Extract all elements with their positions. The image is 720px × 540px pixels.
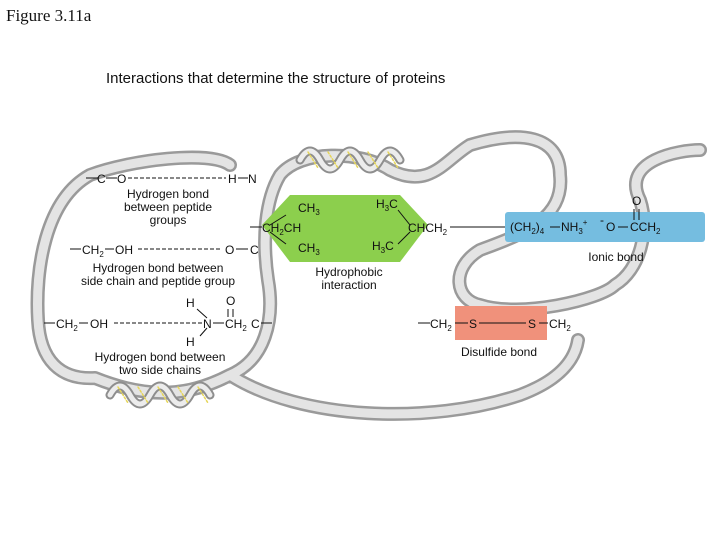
alpha-helix-bottom <box>105 381 215 409</box>
atom-n: N <box>203 317 212 331</box>
label-line: Hydrogen bond between <box>93 261 224 275</box>
disulfide-bond-label: Disulfide bond <box>461 345 537 359</box>
group-chch2: CHCH2 <box>408 221 448 237</box>
label-line: side chain and peptide group <box>81 274 235 288</box>
group-oh: OH <box>115 243 133 257</box>
ionic-bond: (CH2)4 NH3+ - O O CCH2 Ionic bond <box>505 194 705 264</box>
group-nh3-plus: NH3+ <box>561 218 588 236</box>
disulfide-bond: CH2 S S CH2 Disulfide bond <box>418 306 571 359</box>
atom-n: N <box>248 172 257 186</box>
group-cch2: CCH2 <box>630 220 661 236</box>
group-ch2: CH2 <box>56 317 78 333</box>
hbond-peptide-groups: C O H N Hydrogen bond between peptide gr… <box>86 172 257 227</box>
hydrophobic-region <box>262 195 428 262</box>
group-ch2-4: (CH2)4 <box>510 220 545 236</box>
group-ch3-top: CH3 <box>298 201 320 217</box>
group-h3c-bottom: H3C <box>372 239 394 255</box>
group-ch3-bottom: CH3 <box>298 241 320 257</box>
diagram-title: Interactions that determine the structur… <box>106 70 446 87</box>
atom-s-left: S <box>469 317 477 331</box>
group-h3c-top: H3C <box>376 197 398 213</box>
atom-c: C <box>251 317 260 331</box>
alpha-helix-top <box>295 146 405 174</box>
label-line: Hydrogen bond between <box>95 350 226 364</box>
charge-negative: - <box>600 213 604 227</box>
label-line: interaction <box>321 278 376 292</box>
group-oh: OH <box>90 317 108 331</box>
atom-c: C <box>97 172 106 186</box>
label-line: two side chains <box>119 363 201 377</box>
atom-s-right: S <box>528 317 536 331</box>
hydrophobic-interaction: CH3 H3C CH2CH CHCH2 CH3 H3C Hydrophobic … <box>250 195 506 292</box>
group-ch2-right: CH2 <box>549 317 571 333</box>
label-line: Hydrophobic <box>315 265 382 279</box>
label-line: between peptide <box>124 200 212 214</box>
atom-o-top: O <box>632 194 641 208</box>
atom-o-top: O <box>226 294 235 308</box>
atom-c: C <box>250 243 259 257</box>
atom-o-minus: O <box>606 220 615 234</box>
ionic-bond-label: Ionic bond <box>588 250 643 264</box>
hbond-two-side-chains: H O CH2 OH N CH2 C H Hydrogen bond betwe… <box>44 294 272 377</box>
atom-o: O <box>117 172 126 186</box>
group-ch2: CH2 <box>82 243 104 259</box>
figure-label: Figure 3.11a <box>6 6 92 25</box>
atom-o: O <box>225 243 234 257</box>
atom-h-top: H <box>186 296 195 310</box>
label-line: groups <box>150 213 187 227</box>
label-line: Hydrogen bond <box>127 187 209 201</box>
hbond-side-chain-peptide: CH2 OH O C Hydrogen bond between side ch… <box>70 243 259 288</box>
group-ch2-left: CH2 <box>430 317 452 333</box>
group-ch2-right: CH2 <box>225 317 247 333</box>
group-ch2ch: CH2CH <box>262 221 301 237</box>
ionic-region <box>505 212 705 242</box>
atom-h-bottom: H <box>186 335 195 349</box>
atom-h: H <box>228 172 237 186</box>
